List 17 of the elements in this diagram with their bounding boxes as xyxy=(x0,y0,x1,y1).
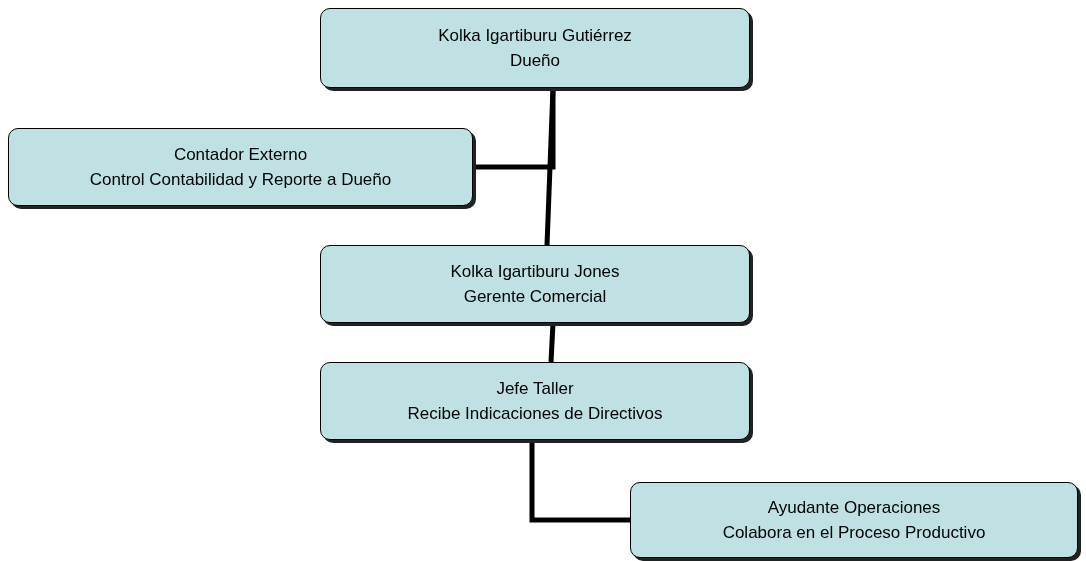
box-subtitle: Recibe Indicaciones de Directivos xyxy=(407,403,663,425)
org-box xyxy=(320,245,750,323)
box-subtitle: Colabora en el Proceso Productivo xyxy=(722,522,986,544)
box-title: Contador Externo xyxy=(173,144,308,166)
org-box xyxy=(630,482,1078,558)
connector-line xyxy=(473,88,556,170)
connector-line xyxy=(529,440,630,523)
org-box xyxy=(8,128,473,206)
box-title: Jefe Taller xyxy=(496,378,574,400)
box-subtitle: Gerente Comercial xyxy=(463,286,607,308)
org-box xyxy=(320,8,750,88)
box-title: Ayudante Operaciones xyxy=(767,497,941,519)
org-box xyxy=(320,362,750,440)
box-subtitle: Control Contabilidad y Reporte a Dueño xyxy=(89,169,392,191)
box-title: Kolka Igartiburu Gutiérrez xyxy=(438,25,632,47)
box-title: Kolka Igartiburu Jones xyxy=(450,261,620,283)
box-subtitle: Dueño xyxy=(509,50,561,72)
